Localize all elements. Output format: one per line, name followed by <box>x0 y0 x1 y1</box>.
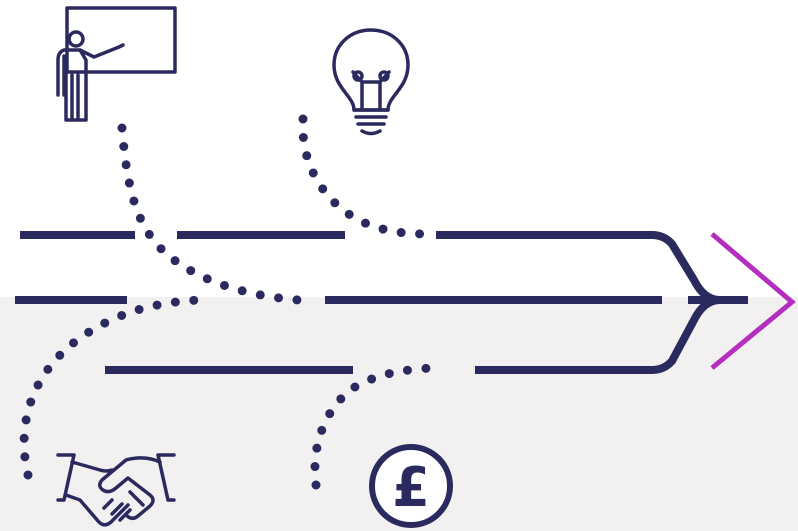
lightbulb-icon <box>332 28 410 136</box>
presenter-at-board-icon <box>56 6 177 122</box>
lane-bottom-segment-2 <box>475 296 721 374</box>
dotted-path-pound <box>310 363 438 490</box>
handshake-icon <box>56 453 176 527</box>
bulb-base <box>352 108 390 136</box>
currency-symbol: £ <box>392 456 430 519</box>
bulb-glass <box>332 28 410 112</box>
coin-outline <box>369 444 453 528</box>
hand-right <box>98 456 162 520</box>
presenter-body <box>56 43 125 122</box>
bulb-filament <box>351 70 391 112</box>
dotted-connectors <box>19 114 438 490</box>
dotted-path-lightbulb <box>298 114 435 239</box>
filament-loop-right <box>378 70 390 82</box>
filament-loop-left <box>352 70 364 82</box>
pound-coin-icon: £ <box>369 444 453 528</box>
fingers <box>102 490 145 522</box>
lanes <box>15 231 748 374</box>
hand-left <box>64 460 130 527</box>
dotted-path-presenter <box>117 123 303 305</box>
chevron-right-arrow-icon <box>710 232 796 370</box>
presenter-head <box>67 30 85 48</box>
